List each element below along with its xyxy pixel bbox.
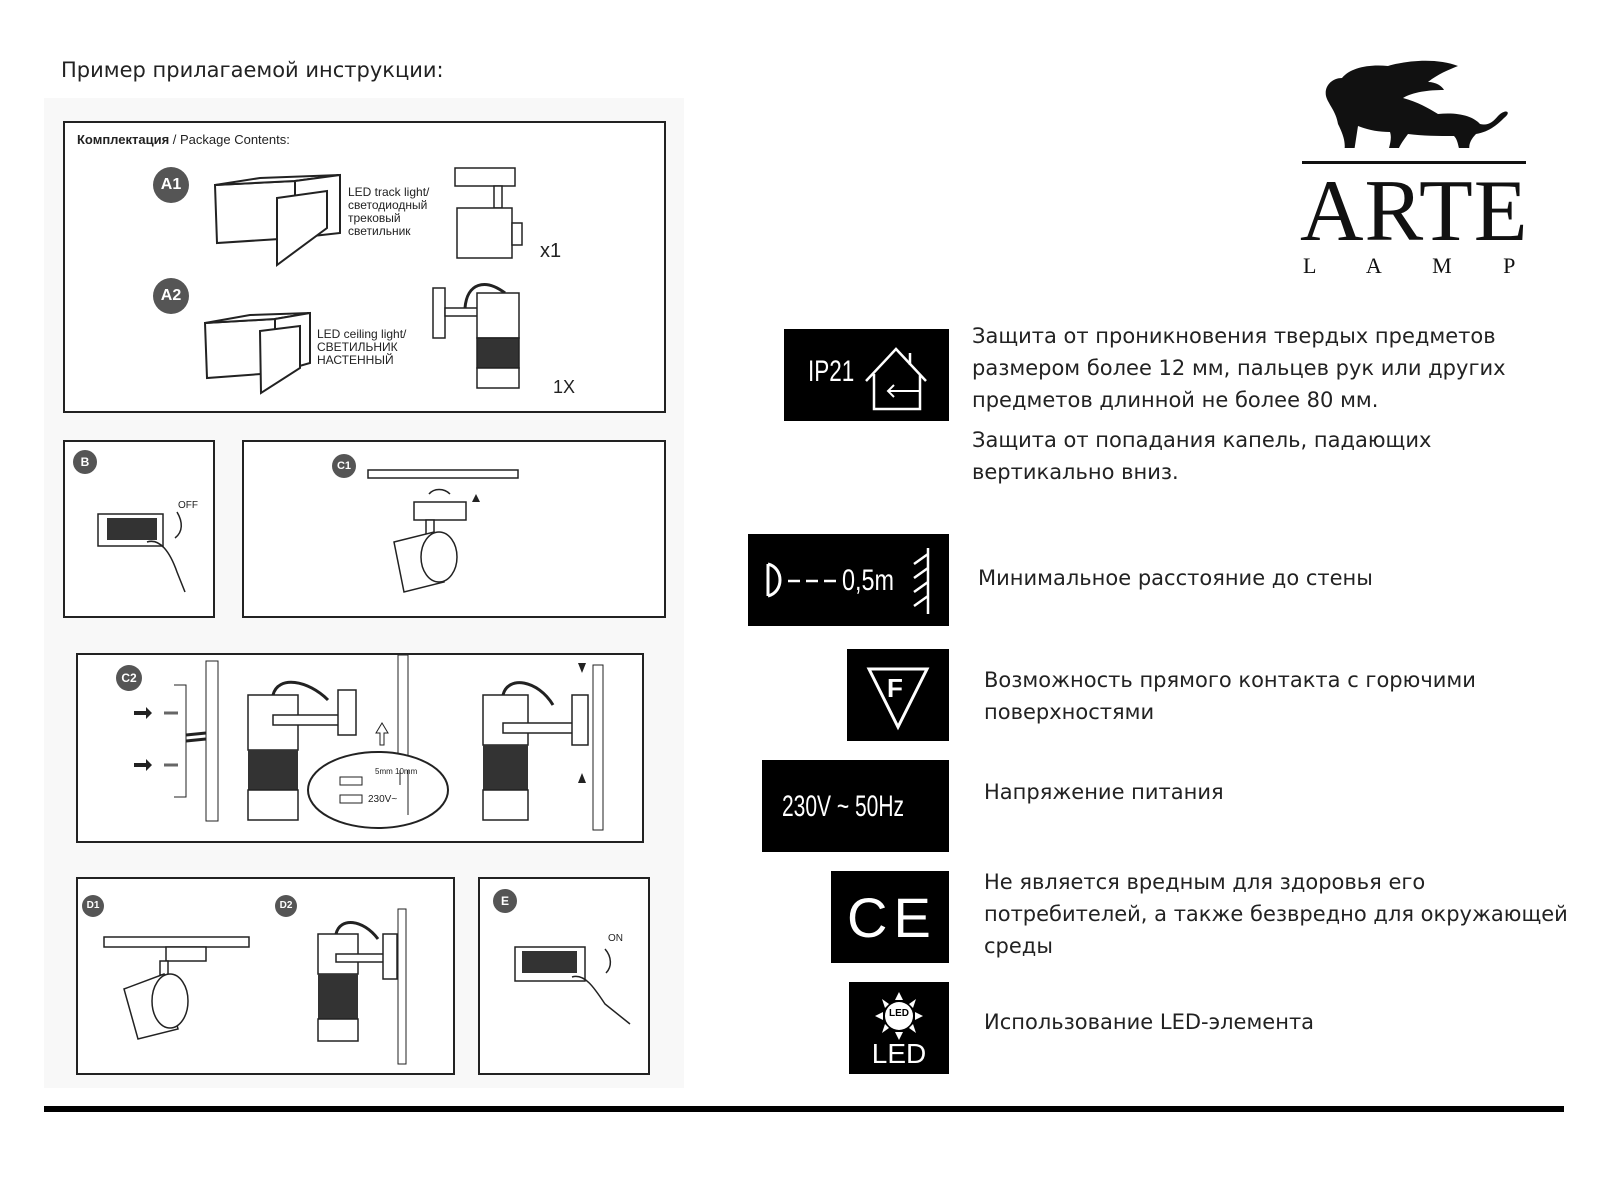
step-d-box: D1 D2	[76, 877, 455, 1075]
lion-logo-icon	[1325, 60, 1508, 148]
package-contents-box: Комплектация / Package Contents: A1 A2 L…	[63, 121, 666, 413]
on-label: ON	[608, 933, 623, 944]
voltage-icon: 230V ~ 50Hz	[762, 760, 949, 852]
badge-c2: C2	[116, 665, 142, 691]
c2-5mm-label: 5mm	[375, 767, 393, 776]
logo-name: ARTE	[1300, 163, 1529, 260]
ip21-label: IP21	[808, 355, 855, 388]
step-b-drawing	[97, 511, 186, 593]
bottom-rule	[44, 1106, 1564, 1112]
ip21-description-2: Защита от попадания капель, падающих вер…	[972, 428, 1432, 484]
ceiling-light-a2-drawing	[432, 283, 520, 389]
f-triangle-drawing	[866, 667, 930, 731]
badge-c1: C1	[332, 454, 356, 478]
off-label: OFF	[178, 500, 198, 511]
badge-d1: D1	[82, 895, 104, 917]
step-d-drawing	[103, 908, 407, 1065]
intro-caption: Пример прилагаемой инструкции:	[61, 58, 444, 82]
c2-10mm-label: 10mm	[395, 767, 418, 776]
badge-a1: A1	[153, 167, 189, 203]
package-title-ru: Комплектация	[77, 132, 170, 147]
package-drawings	[203, 167, 523, 395]
box-a1-drawing	[213, 173, 341, 267]
a1-label: LED track light/ светодиодный трековый с…	[348, 185, 430, 238]
c2-voltage-label: 230V~	[368, 794, 398, 805]
led-label: LED	[871, 1038, 927, 1069]
wall-distance-icon: 0,5m	[748, 534, 949, 626]
led-description: Использование LED-элемента	[984, 1010, 1315, 1034]
logo-sub: L A M P	[1303, 253, 1518, 278]
a1-quantity: x1	[540, 240, 562, 262]
ce-mark-icon: CE	[831, 871, 949, 963]
badge-b: B	[73, 450, 97, 474]
a2-quantity: 1X	[553, 377, 576, 397]
step-b-box: B OFF	[63, 440, 215, 618]
led-small-label: LED	[889, 1008, 909, 1019]
box-a2-drawing	[203, 311, 311, 395]
step-c2-box: C2 5mm 10mm 230V~	[76, 653, 644, 843]
ip21-description: Защита от проникновения твердых предмето…	[972, 324, 1506, 412]
step-c1-box: C1	[242, 440, 666, 618]
badge-e: E	[493, 889, 517, 913]
house-icon	[865, 347, 927, 411]
wall-distance-label: 0,5m	[842, 564, 895, 597]
flammable-description: Возможность прямого контакта с горючими …	[984, 668, 1476, 724]
f-label: F	[887, 673, 903, 703]
voltage-label: 230V ~ 50Hz	[782, 790, 905, 823]
wall-distance-drawing	[766, 548, 930, 614]
badge-d2: D2	[275, 895, 297, 917]
package-title-en: / Package Contents:	[169, 132, 290, 147]
led-icon: LED LED	[849, 982, 949, 1074]
ce-label: CE	[847, 886, 937, 949]
step-e-drawing	[514, 946, 631, 1025]
step-e-box: E ON	[478, 877, 650, 1075]
ip21-icon: IP21	[784, 329, 949, 421]
track-light-a1-drawing	[454, 167, 523, 259]
badge-a2: A2	[153, 278, 189, 314]
package-title: Комплектация / Package Contents:	[77, 133, 290, 146]
ce-description: Не является вредным для здоровья его пот…	[984, 870, 1568, 958]
step-c1-drawing	[367, 469, 519, 593]
flammable-f-icon: F	[847, 649, 949, 741]
a2-label: LED ceiling light/ СВЕТИЛЬНИК НАСТЕННЫЙ	[317, 327, 407, 367]
step-c2-drawing	[134, 655, 604, 831]
wall-distance-description: Минимальное расстояние до стены	[978, 566, 1373, 590]
logo-rule	[1302, 161, 1526, 164]
led-sun-drawing	[875, 992, 923, 1040]
voltage-description: Напряжение питания	[984, 780, 1224, 804]
